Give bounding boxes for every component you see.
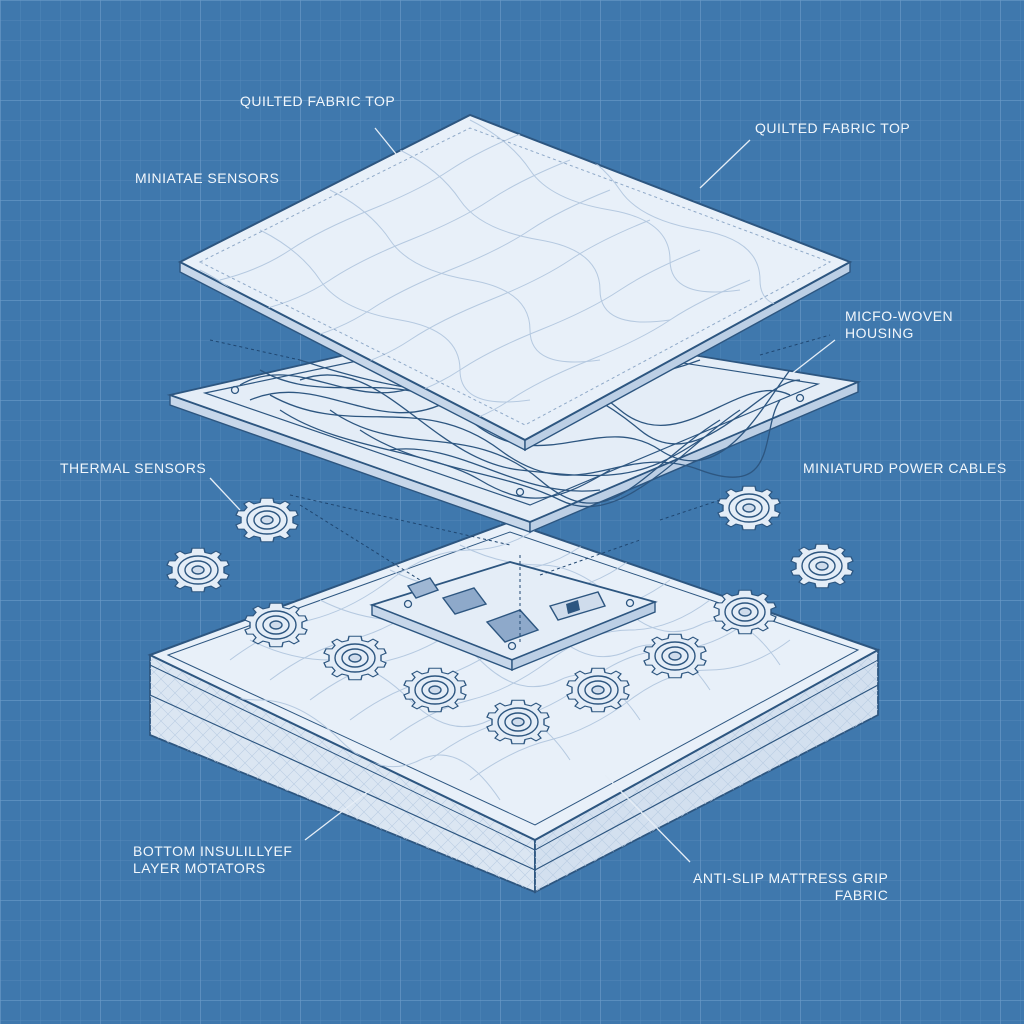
label-miniature-sensors: MINIATAE SENSORS — [135, 170, 280, 186]
label-power-cables: MINIATURD POWER CABLES — [803, 460, 1007, 476]
label-line: BOTTOM INSULILLYEF — [133, 843, 293, 859]
label-line: FABRIC — [834, 887, 889, 903]
gear-ring-motor-icon — [235, 497, 299, 543]
quilted-fabric-top-layer — [177, 113, 853, 452]
gear-ring-motor-icon — [717, 485, 781, 531]
gear-ring-motor-icon — [566, 667, 630, 713]
gear-ring-motor-icon — [486, 699, 550, 745]
projection-lines — [209, 334, 831, 645]
base-mattress — [147, 520, 881, 894]
gear-ring-motor-icon — [323, 635, 387, 681]
gear-ring-motor-icon — [713, 589, 777, 635]
label-thermal-sensors: THERMAL SENSORS — [60, 460, 207, 476]
control-board-icon — [369, 561, 658, 672]
gear-ring-motor-icon — [643, 633, 707, 679]
label-line: MICFO-WOVEN — [845, 308, 954, 324]
label-line: HOUSING — [845, 325, 914, 341]
leader-lines — [209, 127, 836, 863]
gear-ring-motor-icon — [166, 547, 230, 593]
gear-ring-motor-icon — [403, 667, 467, 713]
label-line: ANTI-SLIP MATTRESS GRIP — [693, 870, 889, 886]
label-anti-slip: ANTI-SLIP MATTRESS GRIP FABRIC — [693, 870, 888, 904]
label-line: LAYER MOTATORS — [133, 860, 266, 876]
label-bottom-insulation: BOTTOM INSULILLYEF LAYER MOTATORS — [133, 843, 292, 877]
label-quilted-top-right: QUILTED FABRIC TOP — [755, 120, 911, 136]
label-micro-woven-housing: MICFO-WOVEN HOUSING — [845, 308, 953, 342]
gear-ring-motor-icon — [790, 543, 854, 589]
gear-ring-motor-icon — [244, 602, 308, 648]
label-quilted-top-left: QUILTED FABRIC TOP — [240, 93, 396, 109]
